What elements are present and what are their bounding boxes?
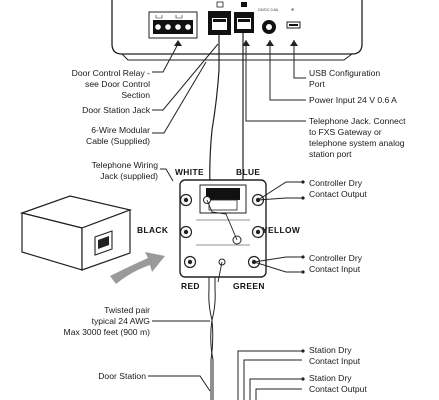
power-input-port: 24VDC 0.6A (258, 8, 279, 34)
callout-station-dry-contact-output: Station Dry Contact Output (309, 373, 367, 394)
door-station-lines (148, 349, 305, 400)
terminal-label-yellow: YELLOW (262, 225, 300, 235)
controller-input-line-2: Contact Input (309, 264, 361, 274)
callout-usb-configuration-port: USB Configuration Port (309, 68, 380, 89)
controller-input-line-1: Controller Dry (309, 253, 363, 263)
telephone-wiring-jack (179, 179, 267, 278)
usb-configuration-port-line-1: USB Configuration (309, 68, 380, 78)
door-control-relay-line-2: see Door Control (85, 79, 150, 89)
terminal-labels: WHITE BLUE BLACK YELLOW RED GREEN (137, 167, 300, 291)
modular-cable (209, 35, 220, 191)
door-control-relay-line-3: Section (121, 90, 150, 100)
door-station-jack (208, 1, 231, 35)
twisted-pair-line-1: Twisted pair (104, 305, 150, 315)
station-output-line-1: Station Dry (309, 373, 352, 383)
callout-power-input: Power Input 24 V 0.6 A (309, 95, 397, 105)
placement-arrow-icon (110, 252, 165, 284)
telephone-jack (234, 2, 254, 33)
modular-cable-line-1: 6-Wire Modular (91, 125, 150, 135)
callout-twisted-pair: Twisted pair typical 24 AWG Max 3000 fee… (64, 305, 151, 337)
callout-station-dry-contact-input: Station Dry Contact Input (309, 345, 361, 366)
twisted-pair-line-3: Max 3000 feet (900 m) (64, 327, 151, 337)
station-input-line-1: Station Dry (309, 345, 352, 355)
telephone-jack-line-3: telephone system analog (309, 138, 405, 148)
station-output-line-2: Contact Output (309, 384, 367, 394)
terminal-label-black: BLACK (137, 225, 168, 235)
callout-controller-dry-contact-input: Controller Dry Contact Input (309, 253, 363, 274)
callout-telephone-wiring-jack: Telephone Wiring Jack (supplied) (92, 160, 159, 181)
internal-wires (206, 199, 238, 283)
usb-symbol-icon: ⭅ (291, 7, 295, 12)
twisted-pair-line-2: typical 24 AWG (92, 316, 151, 326)
telephone-wiring-jack-line-2: Jack (supplied) (100, 171, 158, 181)
telephone-jack-line-2: to FXS Gateway or (309, 127, 382, 137)
callout-door-control-relay: Door Control Relay - see Door Control Se… (72, 68, 151, 100)
callout-lines (152, 40, 306, 182)
telephone-jack-line-1: Telephone Jack. Connect (309, 116, 406, 126)
telephone-jack-line-4: station port (309, 149, 352, 159)
controller-output-line-1: Controller Dry (309, 178, 363, 188)
terminal-label-green: GREEN (233, 281, 265, 291)
power-port-label: 24VDC 0.6A (258, 8, 279, 12)
station-input-line-2: Contact Input (309, 356, 361, 366)
twisted-pair-b (210, 277, 216, 400)
callout-modular-cable: 6-Wire Modular Cable (Supplied) (86, 125, 150, 146)
door-control-relay-terminal (148, 11, 198, 39)
terminal-label-blue: BLUE (236, 167, 260, 177)
door-control-relay-line-1: Door Control Relay - (72, 68, 150, 78)
usb-configuration-port-line-2: Port (309, 79, 325, 89)
callout-door-station: Door Station (98, 371, 146, 381)
callout-controller-dry-contact-output: Controller Dry Contact Output (309, 178, 367, 199)
telephone-wiring-jack-line-1: Telephone Wiring (92, 160, 159, 170)
modular-cable-line-2: Cable (Supplied) (86, 136, 150, 146)
callout-telephone-jack: Telephone Jack. Connect to FXS Gateway o… (309, 116, 406, 159)
terminal-label-red: RED (181, 281, 200, 291)
controller-contact-lines (253, 180, 305, 274)
modular-jack-illustration (19, 195, 133, 271)
callout-door-station-jack: Door Station Jack (82, 105, 151, 115)
usb-port: ⭅ (286, 7, 301, 29)
controller-output-line-2: Contact Output (309, 189, 367, 199)
terminal-label-white: WHITE (175, 167, 204, 177)
